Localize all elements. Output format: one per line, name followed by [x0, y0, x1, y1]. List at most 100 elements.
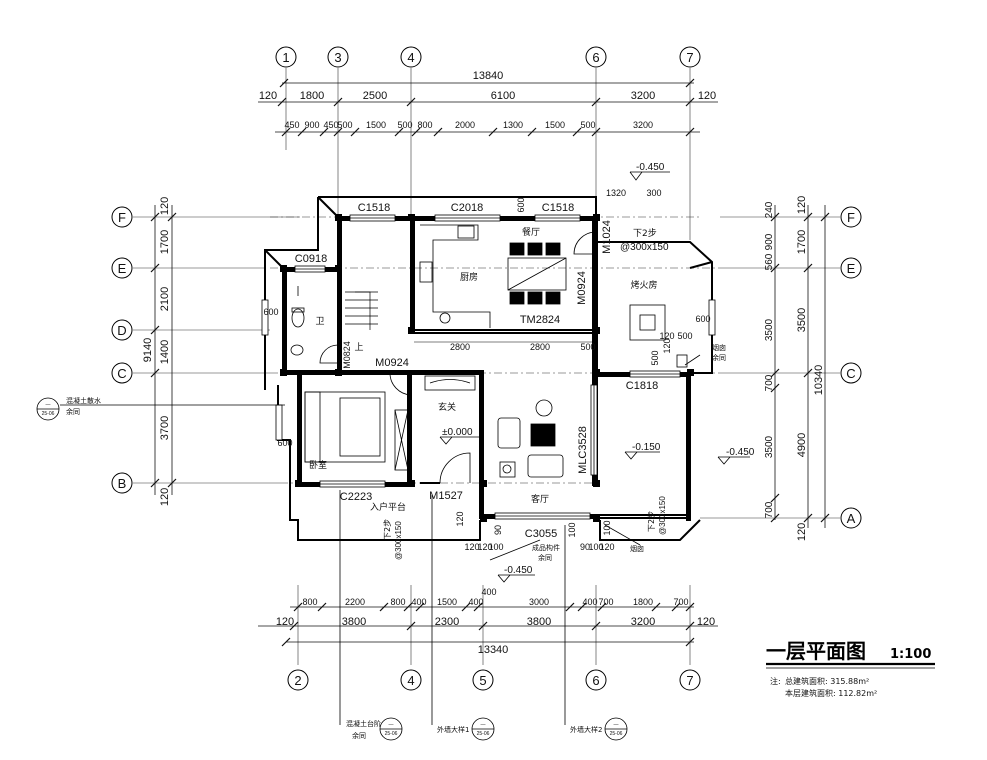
level-l5: -0.450 — [504, 565, 533, 576]
room-foyer: 玄关 — [438, 401, 456, 413]
dim-porch-0: 120 — [455, 511, 465, 526]
dim-bottom-r2-3: 400 — [411, 597, 426, 607]
dim-top-r2-0: 450 — [284, 120, 299, 130]
dim-inner-1320: 1320 — [606, 188, 626, 198]
label-c2018: C2018 — [451, 202, 483, 214]
dim-bottom-r2-7: 400 — [582, 597, 597, 607]
right-dimensions: 240 900 560 3500 700 3500 700 1700 3500 … — [764, 196, 825, 541]
label-m0824: M0824 — [342, 341, 352, 369]
room-up: 上 — [354, 342, 363, 353]
dim-inner-600: 600 — [695, 314, 710, 324]
dim-left-600a: 600 — [263, 307, 278, 317]
dim-right-r1-6: 700 — [764, 501, 775, 518]
dim-inner-2800b: 2800 — [530, 342, 550, 352]
dim-porch-r-3: 120 — [599, 542, 614, 552]
dimension-lines — [154, 82, 826, 643]
dim-top-r1-4: 3200 — [631, 90, 655, 102]
dim-left-edge-bottom: 120 — [159, 488, 171, 506]
callout-porch-note: 成品构件 — [532, 543, 560, 552]
dim-top-r2-4: 1500 — [366, 120, 386, 130]
dim-porch-r-0: 100 — [567, 522, 577, 537]
axis-right-C: C — [846, 366, 855, 381]
callout-sym-b3-top: — — [614, 722, 619, 728]
note-label: 注: — [770, 676, 781, 686]
dim-right-r1-0: 240 — [764, 201, 775, 218]
dim-right-r1-2: 560 — [764, 253, 775, 270]
room-kitchen: 厨房 — [460, 271, 478, 283]
axis-top-1: 1 — [282, 50, 289, 65]
axis-labels: 1 3 4 6 7 2 4 5 6 7 F E D C B F E C A — [117, 50, 855, 688]
dim-bottom-r2-1: 2200 — [345, 597, 365, 607]
dim-top-r2-9: 1500 — [545, 120, 565, 130]
dim-left-total: 9140 — [142, 338, 154, 362]
furniture — [290, 224, 688, 478]
dim-bottom-r1-0: 120 — [276, 616, 294, 628]
axis-top-6: 6 — [592, 50, 599, 65]
dim-top-r2-1: 900 — [304, 120, 319, 130]
axis-bottom-5: 5 — [479, 673, 486, 688]
callout-chimney-note: 烟囱 — [630, 544, 644, 553]
axis-bottom-6: 6 — [592, 673, 599, 688]
label-c3055: C3055 — [525, 528, 557, 540]
axis-bottom-7: 7 — [686, 673, 693, 688]
dim-top-r1-0: 120 — [259, 90, 277, 102]
drawing-title: 一层平面图 — [766, 639, 866, 663]
callout-sym-b2-top: — — [481, 722, 486, 728]
dim-porch-r-4: 100 — [602, 520, 612, 535]
level-side-step-spec: @300x150 — [658, 496, 667, 535]
dim-bottom-r2-4: 1500 — [437, 597, 457, 607]
dim-inner-2800a: 2800 — [450, 342, 470, 352]
dim-bottom-r1-5: 120 — [697, 616, 715, 628]
dim-left-1: 2100 — [159, 287, 171, 311]
dim-bottom-r2-9: 1800 — [633, 597, 653, 607]
axis-top-3: 3 — [334, 50, 341, 65]
dim-porch-1: 120 — [464, 542, 479, 552]
level-entry-step-spec: @300x150 — [620, 242, 669, 253]
axis-right-F: F — [847, 210, 855, 225]
room-chimney: 烟囱 — [712, 343, 726, 352]
dim-right-r2-1: 3500 — [796, 308, 808, 332]
axis-bottom-2: 2 — [294, 673, 301, 688]
dim-top-r2-5: 500 — [397, 120, 412, 130]
dim-top-total: 13840 — [473, 70, 504, 82]
doors — [319, 231, 597, 484]
dim-left-0: 1700 — [159, 230, 171, 254]
dim-porch-r-1: 90 — [580, 542, 590, 552]
label-c1818: C1818 — [626, 380, 658, 392]
callout-b1: 混凝土台阶 — [346, 719, 381, 728]
dim-right-edge-top: 120 — [796, 196, 808, 214]
axis-top-4: 4 — [407, 50, 414, 65]
callout-sym-b2-bot: 25-06 — [477, 731, 490, 737]
dim-top-r1-2: 2500 — [363, 90, 387, 102]
callout-b1-sub: 余同 — [352, 731, 366, 740]
callout-sym-b3-bot: 25-06 — [610, 731, 623, 737]
dim-top-r1-3: 6100 — [491, 90, 515, 102]
grid-lines — [133, 68, 840, 665]
label-m1024: M1024 — [601, 220, 613, 254]
callout-sym-b1-bot: 25-06 — [385, 731, 398, 737]
label-m0924b: M0924 — [375, 357, 409, 369]
callout-left: 混凝土散水 — [66, 396, 101, 405]
axis-right-E: E — [847, 261, 856, 276]
level-porch-step: 下2步 — [383, 519, 392, 540]
axis-left-E: E — [118, 261, 127, 276]
dim-porch-3: 100 — [488, 542, 503, 552]
dim-porch-4: 90 — [493, 525, 503, 535]
level-side-step: 下2步 — [647, 511, 656, 532]
label-tm2824: TM2824 — [520, 314, 560, 326]
dim-right-r2-0: 1700 — [796, 230, 808, 254]
left-dimensions: 1700 2100 1400 3700 9140 120 120 600 600 — [142, 197, 293, 506]
axis-left-C: C — [117, 366, 126, 381]
label-c1518a: C1518 — [358, 202, 390, 214]
title-block: 一层平面图 1:100 注: 总建筑面积: 315.88m² 本层建筑面积: 1… — [766, 639, 935, 698]
label-mlc3528: MLC3528 — [577, 426, 589, 474]
dim-bottom-extra: 400 — [481, 587, 496, 597]
dim-top-r1-1: 1800 — [300, 90, 324, 102]
level-entry-step: 下2步 — [633, 228, 657, 239]
dim-bottom-r2-8: 700 — [598, 597, 613, 607]
axis-bubbles — [111, 46, 862, 691]
axis-left-D: D — [117, 323, 126, 338]
callout-b2: 外墙大样1 — [437, 725, 469, 734]
level-l1: -0.450 — [636, 162, 665, 173]
room-chimney-sub: 余同 — [712, 353, 726, 362]
